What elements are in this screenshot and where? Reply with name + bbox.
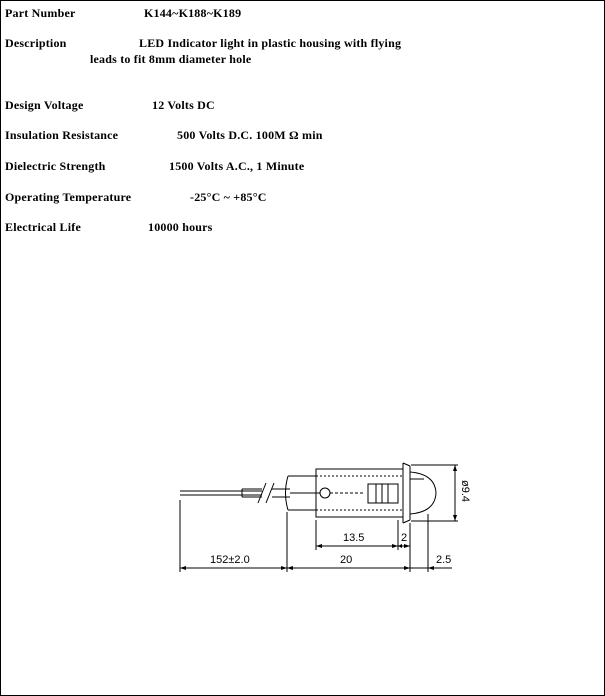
part-number-value: K144~K188~K189 — [144, 6, 242, 20]
led-element — [290, 483, 399, 504]
part-number-label: Part Number — [5, 6, 76, 20]
description-label: Description — [5, 36, 67, 50]
dim-diameter: ø9.4 — [459, 480, 471, 502]
lens-dome — [409, 471, 437, 515]
insulation-resistance-label: Insulation Resistance — [5, 128, 119, 142]
flying-lead-wires — [180, 488, 290, 498]
dim-flange-thickness: 2 — [401, 532, 407, 544]
dim-body-length: 20 — [340, 554, 352, 566]
description-line-1: LED Indicator light in plastic housing w… — [139, 36, 402, 50]
extension-lines — [179, 464, 458, 572]
dim-housing-length: 13.5 — [343, 532, 364, 544]
lead-break-mark — [257, 482, 275, 504]
design-voltage-label: Design Voltage — [5, 98, 84, 112]
insulation-resistance-value: 500 Volts D.C. 100M Ω min — [177, 128, 323, 142]
design-voltage-value: 12 Volts DC — [152, 98, 215, 112]
housing-flange — [402, 462, 411, 524]
operating-temperature-value: -25°C ~ +85°C — [190, 190, 267, 204]
electrical-life-label: Electrical Life — [5, 220, 81, 234]
dim-lens-length: 2.5 — [436, 554, 451, 566]
dim-lead-length: 152±2.0 — [210, 554, 250, 566]
operating-temperature-label: Operating Temperature — [5, 190, 132, 204]
plastic-housing — [315, 468, 404, 518]
dielectric-strength-value: 1500 Volts A.C., 1 Minute — [169, 159, 305, 173]
dielectric-strength-label: Dielectric Strength — [5, 159, 106, 173]
rear-sleeve — [285, 475, 316, 511]
description-line-2: leads to fit 8mm diameter hole — [90, 52, 252, 66]
electrical-life-value: 10000 hours — [148, 220, 213, 234]
